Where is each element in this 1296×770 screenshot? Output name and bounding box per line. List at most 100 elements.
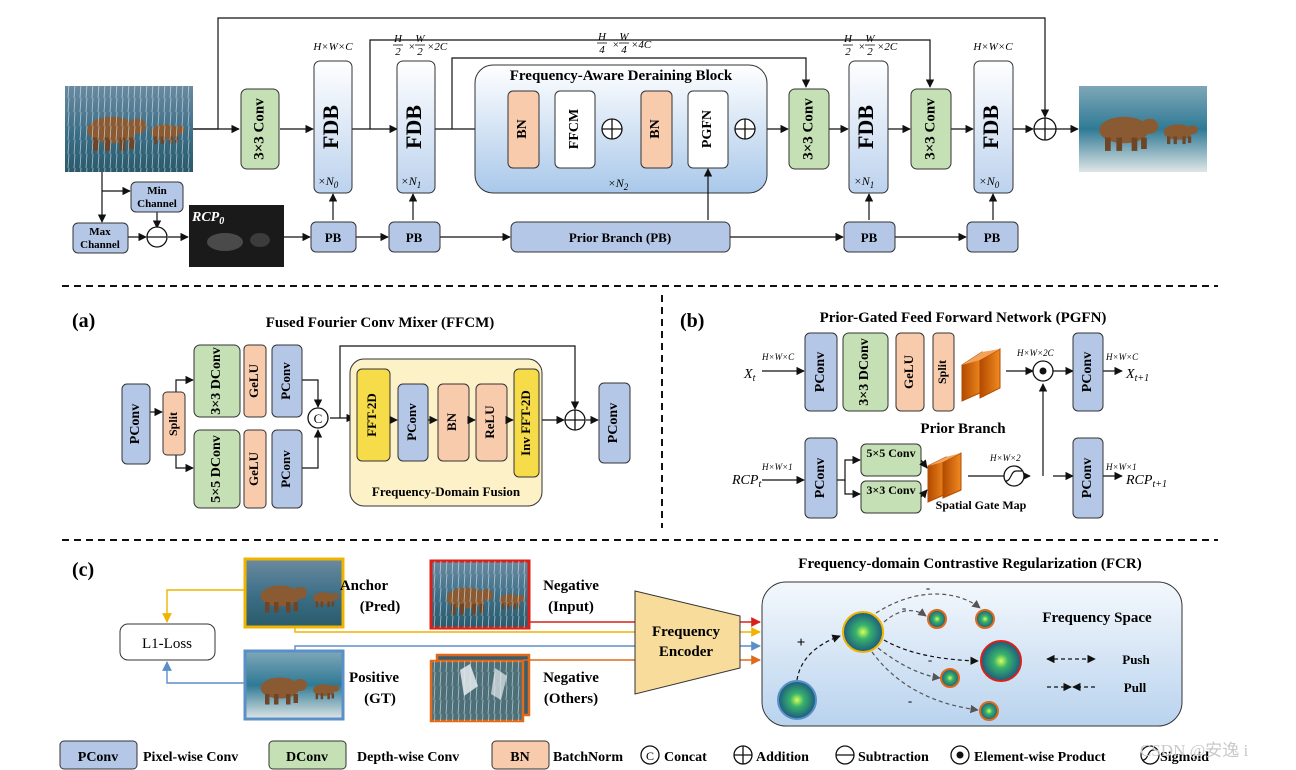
svg-text:-: - — [928, 652, 932, 667]
subtraction-node — [146, 226, 168, 248]
svg-text:Pull: Pull — [1124, 680, 1147, 695]
svg-text:PConv: PConv — [404, 403, 419, 441]
dim-fdb2: H 2 × W 2 ×2C — [393, 33, 448, 58]
frequency-aware-deraining-block: Frequency-Aware Deraining Block BN FFCM … — [474, 64, 768, 194]
fdb1-n: ×N — [318, 174, 335, 188]
svg-text:Split: Split — [166, 412, 180, 436]
svg-text:×N0: ×N0 — [318, 174, 339, 190]
neg-others-label-1: Negative — [543, 670, 599, 686]
svg-text:×2C: ×2C — [427, 41, 448, 53]
xt-label: X — [743, 367, 753, 382]
dim-fdb4: H×W×C — [972, 41, 1013, 53]
l1-loss-box: L1-Loss — [119, 623, 216, 661]
legend-concat: Concat — [664, 750, 707, 765]
fdb3-n-sub: 1 — [870, 180, 875, 190]
pgfn-feature-maps — [961, 348, 1001, 402]
bn-label-top-1: BN — [515, 119, 530, 138]
legend-pconv-desc: Pixel-wise Conv — [143, 750, 238, 765]
svg-text:×N0: ×N0 — [979, 174, 1000, 190]
neg-others-label-2: (Others) — [544, 691, 598, 707]
pgfn-dim-2c: H×W×2C — [1016, 348, 1055, 358]
fdb-label-3: FDB — [853, 105, 878, 149]
rcp0-label: RCP — [191, 210, 220, 225]
fdb-label-4: FDB — [978, 105, 1003, 149]
xt-sub: t — [753, 373, 756, 384]
svg-text:PConv: PConv — [278, 362, 293, 400]
ffcm-pconv-out: PConv — [598, 382, 631, 464]
legend-dconv-desc: Depth-wise Conv — [357, 750, 459, 765]
fdb2-n-sub: 1 — [417, 180, 422, 190]
anchor-image — [243, 557, 345, 629]
svg-text:PConv: PConv — [813, 458, 828, 498]
frequency-domain-fusion: FFT-2D PConv BN ReLU Inv FFT-2D Frequenc… — [349, 358, 543, 507]
svg-text:5×5 DConv: 5×5 DConv — [209, 435, 224, 502]
frequency-space: Frequency Space Push Pull + - - - - — [761, 580, 1183, 727]
svg-text:C: C — [314, 411, 323, 426]
ffcm-pconv-in: PConv — [121, 383, 151, 465]
rcpt1-label: RCP — [1125, 473, 1153, 488]
svg-text:3×3 DConv: 3×3 DConv — [857, 338, 872, 405]
panel-a-title: Fused Fourier Conv Mixer (FFCM) — [266, 315, 495, 331]
fusion-label: Frequency-Domain Fusion — [372, 484, 521, 499]
svg-text:PB: PB — [325, 230, 342, 245]
svg-text:PConv: PConv — [813, 352, 828, 392]
fdb-label-2: FDB — [401, 105, 426, 149]
legend-subtraction: Subtraction — [858, 750, 929, 765]
dim-fdb1: H×W×C — [312, 41, 353, 53]
xt1-sub: t+1 — [1135, 373, 1150, 384]
legend-pconv: PConv — [78, 750, 118, 765]
block-title: Frequency-Aware Deraining Block — [510, 68, 733, 84]
svg-text:PConv: PConv — [1080, 352, 1095, 392]
conv3-label-2: 3×3 Conv — [800, 98, 816, 160]
svg-text:Encoder: Encoder — [659, 644, 714, 660]
negative-spectrum-1 — [927, 609, 947, 629]
fdb1-n-sub: 0 — [334, 180, 339, 190]
svg-text:3×3 Conv: 3×3 Conv — [866, 483, 915, 497]
max-channel-block: Max Channel — [72, 222, 129, 254]
pgfn-product-node — [1032, 360, 1054, 382]
ffcm-pconv-1: PConv — [271, 344, 303, 418]
svg-text:H: H — [597, 31, 607, 43]
negative-input-spectrum — [980, 640, 1022, 682]
svg-text:GeLU: GeLU — [246, 363, 261, 398]
pb-block-3: PB — [843, 221, 896, 253]
legend-sigmoid: Sigmoid — [1160, 750, 1209, 765]
svg-text:Min: Min — [147, 185, 167, 197]
ffcm-addition-node — [564, 409, 586, 431]
svg-text:2: 2 — [395, 46, 401, 58]
positive-label-1: Positive — [349, 670, 399, 686]
svg-text:Prior Branch (PB): Prior Branch (PB) — [569, 230, 671, 245]
pgfn-label: PGFN — [700, 110, 715, 148]
svg-text:4: 4 — [621, 44, 627, 56]
ffcm-gelu-2: GeLU — [243, 429, 267, 509]
svg-text:PConv: PConv — [1080, 458, 1095, 498]
svg-text:Channel: Channel — [80, 239, 120, 251]
svg-text:W: W — [619, 31, 629, 43]
svg-text:W: W — [415, 33, 425, 45]
fdb-block-3: FDB ×N1 — [848, 60, 889, 194]
svg-text:×N1: ×N1 — [401, 174, 422, 190]
spatial-gate-label: Spatial Gate Map — [936, 498, 1027, 512]
pgfn-split: Split — [932, 332, 955, 412]
neg-input-label-1: Negative — [543, 578, 599, 594]
positive-image — [243, 649, 345, 721]
pgfn-prior-branch: Prior Branch — [920, 421, 1006, 437]
svg-text:×2C: ×2C — [877, 41, 898, 53]
fdb-block-4: FDB ×N0 — [973, 60, 1014, 194]
pgfn-dim-rcp-out: H×W×1 — [1105, 462, 1137, 472]
svg-text:Channel: Channel — [137, 198, 177, 210]
ffcm-pconv-2: PConv — [271, 429, 303, 509]
derained-output-image — [1079, 86, 1207, 172]
fdb-block-2: FDB ×N1 — [396, 60, 436, 194]
dim-block: H 4 × W 4 ×4C — [597, 31, 652, 56]
svg-text:PConv: PConv — [606, 403, 621, 443]
pgfn-pconv-1: PConv — [804, 332, 838, 412]
svg-text:C: C — [646, 749, 654, 763]
fdb2-n: ×N — [401, 174, 418, 188]
svg-text:5×5 Conv: 5×5 Conv — [866, 446, 915, 460]
svg-text:PConv: PConv — [278, 450, 293, 488]
pgfn-dim-rcp-in: H×W×1 — [761, 462, 793, 472]
pb-block-1: PB — [310, 221, 357, 253]
svg-text:-: - — [902, 600, 906, 615]
